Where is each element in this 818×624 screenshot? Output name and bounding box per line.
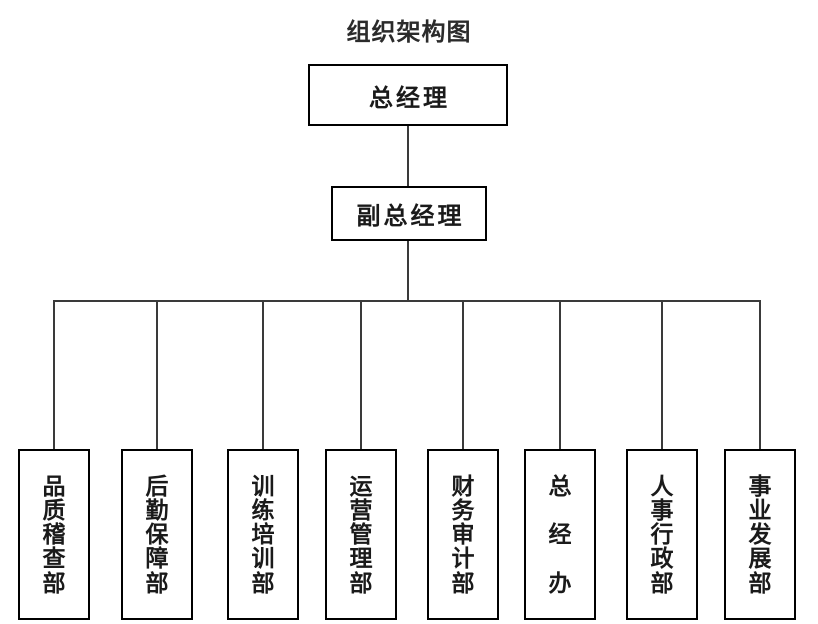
node-department-training: 训练培训部	[227, 449, 299, 620]
node-deputy-general-manager: 副总经理	[331, 186, 487, 241]
connector-deputy-to-rail	[407, 241, 409, 300]
node-department-label: 品质稽查部	[42, 472, 66, 597]
node-department-label: 后勤保障部	[145, 472, 169, 597]
connector-drop-2	[156, 301, 158, 449]
node-department-label: 人事行政部	[650, 472, 674, 597]
node-deputy-general-manager-label: 副总经理	[356, 201, 465, 230]
node-department-financial-audit: 财务审计部	[427, 449, 499, 620]
node-general-manager-label: 总经理	[369, 82, 450, 112]
node-department-label: 财务审计部	[451, 472, 475, 597]
node-general-manager: 总经理	[308, 64, 508, 126]
node-department-label: 训练培训部	[251, 472, 275, 597]
connector-drop-1	[53, 301, 55, 449]
node-department-logistics-support: 后勤保障部	[121, 449, 193, 620]
connector-drop-6	[559, 301, 561, 449]
connector-drop-8	[759, 301, 761, 449]
node-department-label: 运营管理部	[349, 472, 373, 597]
connector-drop-5	[462, 301, 464, 449]
connector-root-to-deputy	[407, 126, 409, 186]
node-department-label: 事业发展部	[748, 472, 772, 597]
node-department-hr-administration: 人事行政部	[626, 449, 698, 620]
node-department-quality-inspection: 品质稽查部	[18, 449, 90, 620]
connector-drop-3	[262, 301, 264, 449]
connector-horizontal-rail	[53, 300, 761, 302]
node-department-label: 总经办	[548, 472, 572, 597]
node-department-business-development: 事业发展部	[724, 449, 796, 620]
node-department-gm-office: 总经办	[524, 449, 596, 620]
node-department-operations-management: 运营管理部	[325, 449, 397, 620]
connector-drop-4	[360, 301, 362, 449]
chart-title: 组织架构图	[346, 17, 472, 46]
connector-drop-7	[661, 301, 663, 449]
